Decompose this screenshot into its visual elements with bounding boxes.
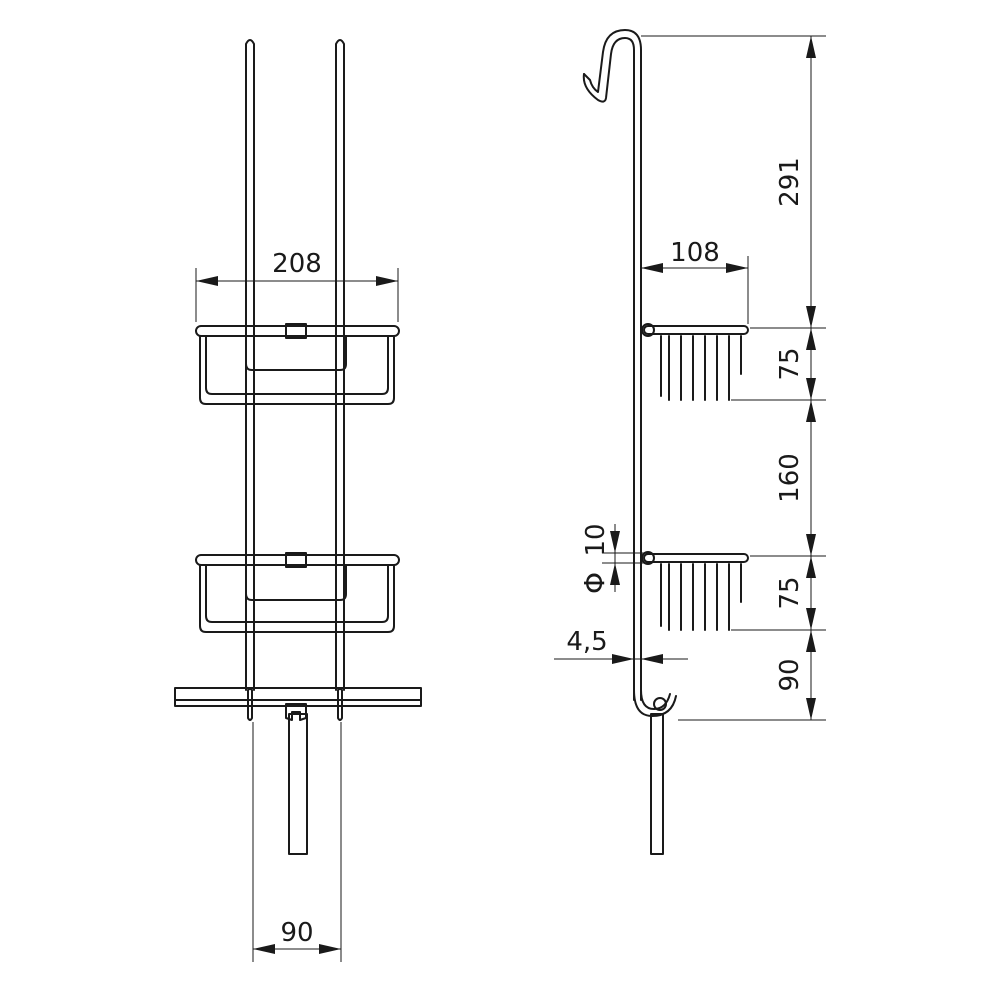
dim-label-208: 208 [272,249,322,279]
dim-label-90-side: 90 [775,658,805,691]
front-left-rod [245,39,255,691]
side-extension-lines [641,35,826,721]
front-lower-basket [195,552,400,633]
dim-label-90-bottom: 90 [280,918,313,948]
dim-side-spacing: 160 [775,400,816,556]
dim-side-top: 291 [775,36,816,328]
dim-diameter-symbol: Φ [578,572,611,594]
dim-side-basket-2: 75 [775,556,816,630]
side-top-hook-inner [583,29,642,701]
dim-label-75-upper: 75 [775,347,805,380]
dim-side-depth: 108 [641,238,749,324]
dim-front-width: 208 [195,249,399,322]
dim-label-108: 108 [670,238,720,268]
side-upper-basket [641,323,749,401]
dim-side-basket-1: 75 [775,328,816,400]
dim-tube-diameter: 10 Φ [578,523,650,594]
front-view: 208 90 [174,39,422,962]
side-top-hook [582,37,635,701]
dim-label-10: 10 [581,523,611,556]
front-upper-basket [195,323,400,405]
dim-wall-offset: 4,5 [554,570,688,668]
front-bottom-stem [288,713,308,855]
dim-label-160: 160 [775,453,805,503]
dim-label-75-lower: 75 [775,576,805,609]
side-lower-basket [641,551,749,631]
front-door-bar [174,687,422,721]
side-bottom-stem [650,713,664,855]
dim-label-4-5: 4,5 [566,627,607,657]
dim-front-bottom-width: 90 [252,722,342,962]
dim-label-291: 291 [775,157,805,207]
dim-side-bottom: 90 [775,630,816,720]
side-view: 291 75 160 75 90 [554,29,826,855]
front-right-rod [335,39,345,691]
